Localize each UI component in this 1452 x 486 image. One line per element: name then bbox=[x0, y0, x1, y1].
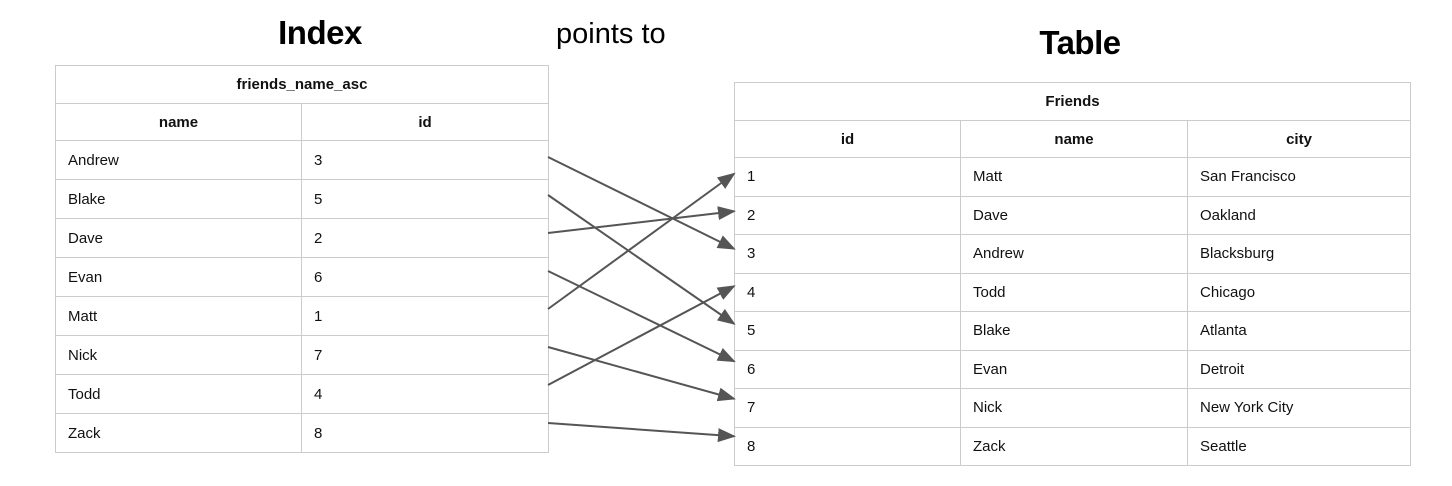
index-col-header-id: id bbox=[301, 103, 549, 141]
table-row: Evan 6 bbox=[55, 257, 549, 297]
index-cell-name: Evan bbox=[55, 257, 302, 297]
table-row: 7 Nick New York City bbox=[734, 388, 1412, 428]
friends-cell-id: 6 bbox=[734, 349, 961, 389]
index-name: friends_name_asc bbox=[55, 65, 549, 104]
index-cell-name: Dave bbox=[55, 218, 302, 258]
index-heading: Index bbox=[278, 14, 362, 51]
table-row: 5 Blake Atlanta bbox=[734, 311, 1412, 351]
index-cell-name: Blake bbox=[55, 179, 302, 219]
friends-cell-city: Blacksburg bbox=[1186, 234, 1412, 274]
friends-cell-name: Matt bbox=[960, 157, 1188, 197]
index-table-title-row: friends_name_asc bbox=[55, 65, 549, 104]
friends-cell-name: Nick bbox=[960, 388, 1188, 428]
friends-cell-id: 7 bbox=[734, 388, 961, 428]
index-cell-id: 3 bbox=[301, 140, 549, 180]
table-row: 8 Zack Seattle bbox=[734, 426, 1412, 466]
index-cell-name: Matt bbox=[55, 296, 302, 336]
table-row: Todd 4 bbox=[55, 374, 549, 414]
index-cell-id: 8 bbox=[301, 413, 549, 453]
index-table-body: friends_name_asc name id Andrew 3 Blake … bbox=[55, 65, 549, 453]
pointer-arrow bbox=[547, 422, 736, 443]
points-to-label: points to bbox=[556, 18, 666, 50]
friends-table-title-row: Friends bbox=[733, 82, 1412, 121]
table-row: Andrew 3 bbox=[55, 140, 549, 180]
index-cell-id: 7 bbox=[301, 335, 549, 375]
friends-col-header-name: name bbox=[960, 120, 1188, 158]
friends-cell-city: Atlanta bbox=[1186, 311, 1412, 351]
friends-cell-id: 2 bbox=[734, 195, 961, 235]
friends-col-header-id: id bbox=[734, 120, 961, 158]
friends-cell-name: Todd bbox=[960, 272, 1188, 312]
index-cell-id: 4 bbox=[301, 374, 549, 414]
index-cell-name: Andrew bbox=[55, 140, 302, 180]
pointer-arrow bbox=[547, 346, 736, 402]
friends-cell-city: San Francisco bbox=[1186, 157, 1412, 197]
table-row: Blake 5 bbox=[55, 179, 549, 219]
pointer-arrow bbox=[547, 270, 736, 363]
pointer-arrow bbox=[547, 194, 736, 325]
friends-cell-city: Detroit bbox=[1186, 349, 1412, 389]
friends-cell-name: Evan bbox=[960, 349, 1188, 389]
pointer-arrow bbox=[547, 172, 736, 310]
table-row: 4 Todd Chicago bbox=[734, 272, 1412, 312]
table-row: Dave 2 bbox=[55, 218, 549, 258]
table-heading: Table bbox=[1039, 24, 1121, 61]
index-cell-id: 6 bbox=[301, 257, 549, 297]
friends-cell-name: Dave bbox=[960, 195, 1188, 235]
friends-cell-city: Oakland bbox=[1186, 195, 1412, 235]
index-col-header-name: name bbox=[55, 103, 302, 141]
friends-cell-name: Andrew bbox=[960, 234, 1188, 274]
table-row: 2 Dave Oakland bbox=[734, 195, 1412, 235]
friends-cell-id: 3 bbox=[734, 234, 961, 274]
table-row: 1 Matt San Francisco bbox=[734, 157, 1412, 197]
index-cell-id: 2 bbox=[301, 218, 549, 258]
friends-table-header-row: id name city bbox=[734, 120, 1412, 158]
pointer-arrow bbox=[547, 285, 736, 386]
pointer-arrow bbox=[547, 156, 736, 250]
friends-table-body: Friends id name city 1 Matt San Francisc… bbox=[733, 82, 1412, 466]
table-row: Matt 1 bbox=[55, 296, 549, 336]
friends-cell-id: 8 bbox=[734, 426, 961, 466]
friends-cell-id: 5 bbox=[734, 311, 961, 351]
pointer-arrow bbox=[547, 206, 736, 234]
friends-cell-name: Blake bbox=[960, 311, 1188, 351]
friends-table: Friends id name city 1 Matt San Francisc… bbox=[733, 82, 1412, 466]
friends-cell-id: 1 bbox=[734, 157, 961, 197]
table-row: Zack 8 bbox=[55, 413, 549, 453]
index-table-header-row: name id bbox=[55, 103, 549, 141]
friends-cell-city: New York City bbox=[1186, 388, 1412, 428]
friends-cell-city: Seattle bbox=[1186, 426, 1412, 466]
table-row: 6 Evan Detroit bbox=[734, 349, 1412, 389]
table-row: Nick 7 bbox=[55, 335, 549, 375]
friends-table-name: Friends bbox=[733, 82, 1412, 121]
friends-col-header-city: city bbox=[1186, 120, 1412, 158]
index-cell-name: Zack bbox=[55, 413, 302, 453]
index-table: friends_name_asc name id Andrew 3 Blake … bbox=[55, 65, 549, 453]
friends-cell-id: 4 bbox=[734, 272, 961, 312]
index-cell-name: Nick bbox=[55, 335, 302, 375]
index-cell-id: 5 bbox=[301, 179, 549, 219]
index-cell-name: Todd bbox=[55, 374, 302, 414]
arrow-paths bbox=[547, 156, 736, 443]
table-row: 3 Andrew Blacksburg bbox=[734, 234, 1412, 274]
friends-cell-name: Zack bbox=[960, 426, 1188, 466]
friends-cell-city: Chicago bbox=[1186, 272, 1412, 312]
index-cell-id: 1 bbox=[301, 296, 549, 336]
